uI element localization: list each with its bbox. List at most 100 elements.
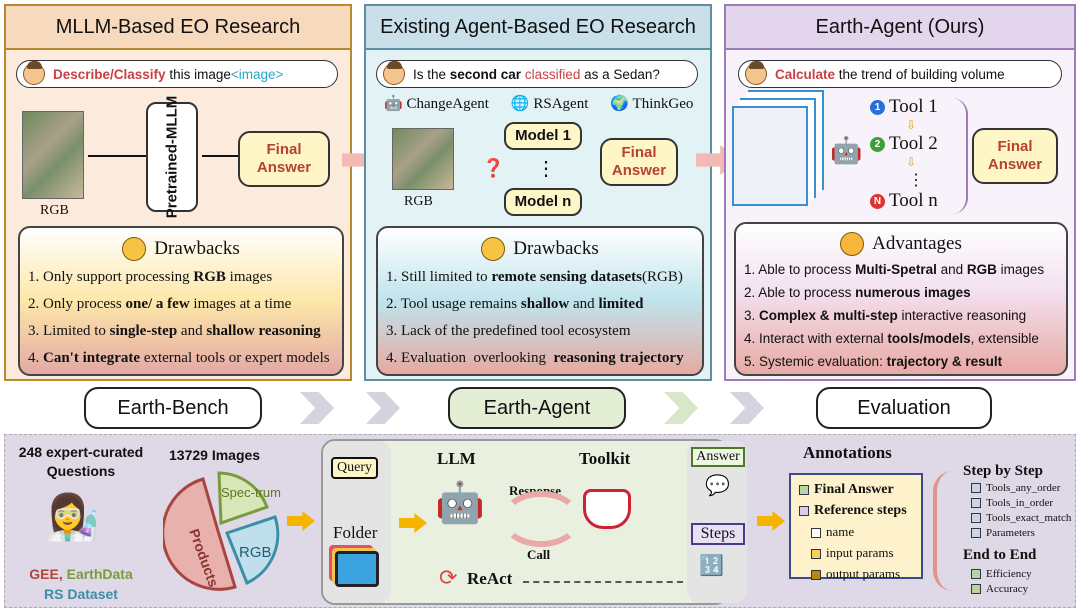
list-item: 1. Still limited to remote sensing datas…	[386, 264, 694, 291]
list-item: 2. Able to process numerous images	[744, 281, 1058, 304]
list-item-text: 3.	[744, 308, 760, 323]
user-avatar-icon	[745, 61, 767, 85]
annotation-input: input params	[799, 542, 913, 563]
worried-face-icon	[122, 237, 147, 261]
prompt-text: as a Sedan?	[580, 66, 660, 82]
final-answer-box: Final Answer	[238, 131, 330, 187]
robot-icon: 🤖	[830, 136, 863, 165]
prompt-text: this image	[165, 66, 231, 82]
list-item-text: shallow	[520, 296, 570, 312]
dashed-arrow	[523, 581, 683, 583]
prompt-text: second car	[449, 66, 522, 82]
mllm-panel: MLLM-Based EO Research Describe/Classify…	[4, 4, 352, 381]
list-item-text: images	[996, 262, 1045, 277]
model-box: Pretrained-MLLM	[146, 96, 198, 218]
list-item-text: 4. Interact with external	[744, 331, 888, 346]
list-item-text: shallow reasoning	[206, 323, 321, 339]
answer-icon: 💬	[705, 475, 730, 497]
user-prompt: Is the second car classified as a Sedan?	[376, 60, 698, 88]
list-item-text: and	[936, 262, 967, 277]
prompt-text: Is the	[413, 66, 450, 82]
image-label: RGB	[404, 194, 433, 209]
step-item: Tools_exact_match	[963, 511, 1071, 526]
list-item-text: limited	[598, 296, 644, 312]
flow-arrow	[757, 511, 785, 531]
annotation-reference-steps: Reference steps	[799, 500, 913, 521]
panel-title: Earth-Agent (Ours)	[726, 6, 1074, 50]
end-item: Accuracy	[963, 582, 1071, 597]
bracket	[952, 98, 968, 214]
answer-label: Answer	[691, 447, 745, 467]
images-label: 13729 Images	[169, 447, 261, 463]
annotation-output: output params	[799, 563, 913, 584]
user-prompt: Describe/Classify this image<image>	[16, 60, 338, 88]
panel-title: Existing Agent-Based EO Research	[366, 6, 710, 50]
image-stack	[732, 106, 808, 206]
pipeline-panel: 248 expert-curated Questions 👩‍🔬 GEE, Ea…	[4, 434, 1076, 608]
dots: ⋮	[908, 172, 924, 189]
list-title: Advantages	[872, 233, 962, 254]
rgb-image	[22, 111, 84, 199]
list-item-text: 2. Able to process	[744, 285, 856, 300]
list-item: 1. Able to process Multi-Spetral and RGB…	[744, 258, 1058, 281]
image-label: RGB	[40, 203, 69, 218]
step-title: Step by Step	[963, 463, 1044, 479]
list-item-text: single-step	[109, 323, 178, 339]
list-title: Drawbacks	[154, 238, 240, 259]
list-item-text: Complex & multi-step	[759, 308, 898, 323]
list-item-text: external tools or expert models	[140, 350, 330, 366]
step-item: Tools_in_order	[963, 496, 1071, 511]
stage-evaluation: Evaluation	[816, 387, 992, 429]
model-1-box: Model 1	[504, 122, 582, 150]
chevron-icon	[664, 392, 698, 424]
list-item-text: RGB	[193, 269, 226, 285]
agent-panel: Existing Agent-Based EO Research Is the …	[364, 4, 712, 381]
list-title: Drawbacks	[513, 238, 599, 259]
toolkit-label: Toolkit	[579, 449, 631, 468]
list-item: 4. Can't integrate external tools or exp…	[28, 345, 334, 372]
flow-arrow	[287, 511, 315, 531]
list-item-text: 5. Systemic evaluation:	[744, 354, 887, 369]
list-item-text: images at a time	[189, 296, 292, 312]
curly-brace	[933, 471, 953, 591]
cycle-arrows	[501, 491, 581, 547]
end-title: End to End	[963, 547, 1037, 563]
list-item-text: and	[569, 296, 599, 312]
query-bubble: Query	[331, 457, 378, 479]
steps-icon: 🔢	[699, 555, 724, 577]
prompt-text: classified	[521, 66, 581, 82]
list-item-text: RGB	[966, 262, 997, 277]
agent-list: 🤖 ChangeAgent 🌐 RSAgent 🌍 ThinkGeo	[384, 94, 693, 113]
list-item: 4. Interact with external tools/models, …	[744, 327, 1058, 350]
annotation-final-answer: Final Answer	[799, 479, 913, 500]
steps-label: Steps	[691, 523, 745, 545]
prompt-text: Calculate	[775, 66, 836, 82]
user-prompt: Calculate the trend of building volume	[738, 60, 1062, 88]
chevron-icon	[300, 392, 334, 424]
image-folder-icon	[335, 551, 379, 587]
list-item: 3. Lack of the predefined tool ecosystem	[386, 318, 694, 345]
step-item: Tools_any_order	[963, 481, 1071, 496]
annotations-title: Annotations	[803, 443, 892, 462]
prompt-text: <image>	[230, 66, 284, 82]
advantages-box: Advantages 1. Able to process Multi-Spet…	[734, 222, 1068, 376]
list-item-text: 4.	[28, 350, 43, 366]
down-arrow-icon: ⇩	[906, 118, 917, 132]
list-item-text: trajectory & result	[886, 354, 1003, 369]
list-item-text: reasoning trajectory	[553, 350, 684, 366]
chevron-icon	[366, 392, 400, 424]
panel-title: MLLM-Based EO Research	[6, 6, 350, 50]
list-item-text: Multi-Spetral	[855, 262, 937, 277]
pie-rgb	[225, 515, 280, 586]
flow-arrow	[399, 513, 427, 533]
list-item: 2. Only process one/ a few images at a t…	[28, 291, 334, 318]
pie-products	[163, 477, 237, 591]
list-item-text: 2. Tool usage remains	[386, 296, 521, 312]
call-label: Call	[527, 547, 551, 562]
list-item: 2. Tool usage remains shallow and limite…	[386, 291, 694, 318]
prompt-text: Describe/Classify	[53, 66, 166, 82]
model-n-box: Model n	[504, 188, 582, 216]
end-item: Efficiency	[963, 567, 1071, 582]
